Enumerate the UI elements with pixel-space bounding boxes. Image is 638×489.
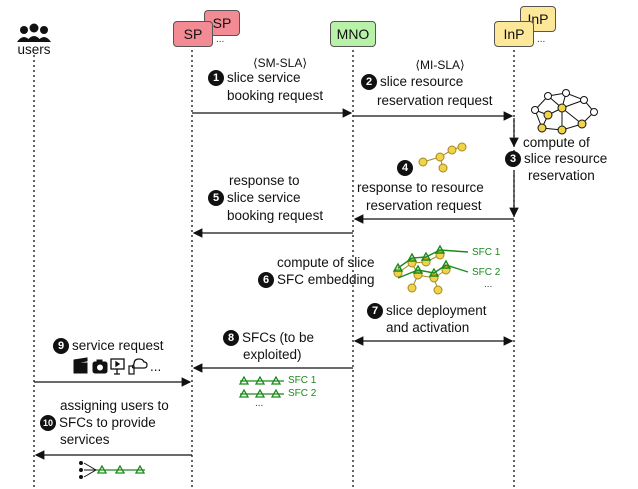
step-2-line2: reservation request <box>377 93 493 108</box>
step-3-badge: 3 <box>505 151 521 168</box>
inp-box-front: InP <box>494 21 534 47</box>
user-assignment-icon <box>79 461 146 479</box>
step-4-badge: 4 <box>397 160 413 177</box>
step-10-line1: assigning users to <box>60 398 169 413</box>
step-3-line1: compute of <box>523 135 590 150</box>
list-sfc1-label: SFC 1 <box>288 375 317 386</box>
step-5-badge: 5 <box>208 190 224 207</box>
step-9-more: ... <box>150 359 162 374</box>
users-label: users <box>17 42 51 57</box>
step-5-line2: slice service <box>227 190 301 205</box>
step-6-line2: SFC embedding <box>277 272 375 287</box>
step-1-line2: booking request <box>227 88 324 103</box>
step-7-badge: 7 <box>367 303 383 320</box>
step-3-line2: slice resource <box>524 151 608 166</box>
substrate-network-graph <box>531 89 598 135</box>
step-8-line1: SFCs (to be <box>242 330 315 345</box>
embed-sfc2-label: SFC 2 <box>472 267 501 278</box>
step-10-line3: services <box>60 432 110 447</box>
inp-more: ... <box>537 34 546 45</box>
sfc-chain-list <box>238 375 284 398</box>
step-6-badge: 6 <box>258 272 274 289</box>
clapperboard-icon <box>73 357 88 374</box>
step-4-line1: response to resource <box>357 180 484 195</box>
step-8-line2: exploited) <box>243 347 302 362</box>
step-1-badge: 1 <box>208 70 224 87</box>
users-icon <box>17 23 51 42</box>
mno-box: MNO <box>330 21 376 47</box>
presentation-icon <box>110 358 125 375</box>
step-1-line1: slice service <box>227 70 301 85</box>
sm-sla-label: ⟨SM-SLA⟩ <box>252 56 308 70</box>
step-10-line2: SFCs to provide <box>59 415 156 430</box>
embed-sfc1-label: SFC 1 <box>472 247 501 258</box>
step-3-line3: reservation <box>528 168 595 183</box>
reserved-slice-graph <box>418 142 467 173</box>
step-5-line3: booking request <box>227 208 324 223</box>
sfc-embedding-graph <box>392 244 469 295</box>
step-7-line2: and activation <box>386 320 470 335</box>
step-6-line1: compute of slice <box>277 255 375 270</box>
step-5-line1: response to <box>229 173 300 188</box>
step-2-line1: slice resource <box>380 74 464 89</box>
service-icons <box>73 357 148 375</box>
sp-more: ... <box>216 34 225 45</box>
step-8-badge: 8 <box>223 330 239 347</box>
step-4-badge-wrap: 4 <box>397 160 416 177</box>
sp-box-front: SP <box>173 21 213 47</box>
step-2-badge: 2 <box>361 74 377 91</box>
step-10-badge: 10 <box>40 415 56 432</box>
step-9-badge: 9 <box>53 338 69 355</box>
step-7-line1: slice deployment <box>386 303 487 318</box>
embed-more: ... <box>484 279 493 290</box>
camera-icon <box>92 359 108 374</box>
step-9-line1: service request <box>72 338 164 353</box>
cloud-device-icon <box>128 358 148 375</box>
step-4-line2: reservation request <box>366 198 482 213</box>
list-more-1: ... <box>255 398 264 409</box>
list-sfc2-label: SFC 2 <box>288 388 317 399</box>
mi-sla-label: ⟨MI-SLA⟩ <box>415 58 465 72</box>
